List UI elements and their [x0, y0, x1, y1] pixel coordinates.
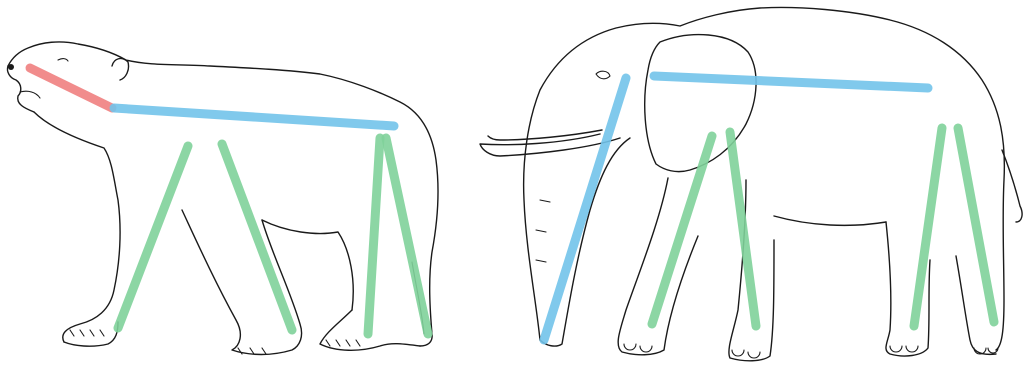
- bear-front-claws: [70, 330, 104, 336]
- bear-front-leg-1-segment: [118, 146, 188, 328]
- bear-front-leg-back: [182, 210, 302, 355]
- bear-spine-segment: [114, 108, 394, 126]
- bear-head-segment: [30, 68, 112, 108]
- elephant-eye: [596, 71, 610, 79]
- elephant-toes-front-a: [624, 344, 652, 352]
- polar-bear-figure: [7, 42, 438, 355]
- bear-hind-leg-1-segment: [368, 138, 380, 334]
- elephant-hind-leg-2-segment: [958, 128, 994, 322]
- elephant-trunk-segment: [544, 78, 626, 340]
- elephant-toes-hind-b: [974, 348, 998, 354]
- bear-front-leg-2-segment: [222, 144, 292, 330]
- elephant-spine-segment: [654, 76, 928, 88]
- elephant-toes-front-b: [732, 350, 760, 358]
- elephant-front-leg-1-segment: [652, 136, 712, 324]
- elephant-front-leg-2-segment: [730, 132, 756, 326]
- elephant-ear: [645, 35, 756, 172]
- bear-jaw-line: [20, 91, 40, 98]
- bear-eye: [58, 59, 68, 61]
- bear-ear: [112, 59, 129, 80]
- bear-hind-leg-2-segment: [386, 138, 428, 334]
- elephant-figure: [480, 8, 1022, 361]
- elephant-hind-leg-1-segment: [914, 128, 942, 326]
- bear-chest-outline: [34, 112, 120, 342]
- elephant-tusk-inner: [488, 130, 602, 140]
- elephant-toes-hind-a: [890, 346, 918, 352]
- elephant-belly: [774, 216, 886, 225]
- bear-hind-claws: [326, 340, 360, 346]
- elephant-tail: [1002, 150, 1022, 222]
- elephant-trunk-wrinkles: [536, 200, 550, 262]
- bear-nose: [8, 64, 14, 70]
